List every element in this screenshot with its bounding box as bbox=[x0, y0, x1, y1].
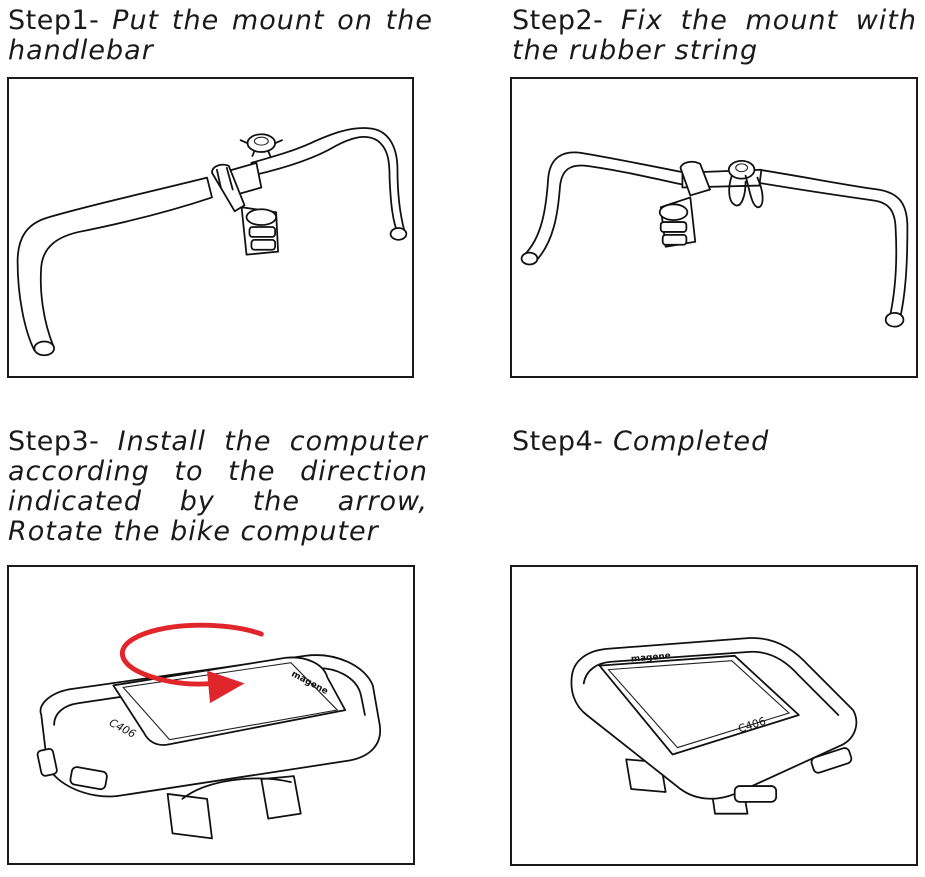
step2-text-line1: Fix the mount with bbox=[621, 5, 917, 36]
rotation-arrow-icon bbox=[119, 622, 264, 687]
step2-caption: Step2- Fix the mount with the rubber str… bbox=[512, 6, 917, 66]
step3-label: Step3- bbox=[8, 426, 100, 457]
install-computer-image: C406 magene bbox=[36, 622, 381, 840]
step1-illustration bbox=[7, 77, 414, 378]
step2-illustration bbox=[510, 77, 918, 378]
step4-caption: Step4- Completed bbox=[512, 427, 912, 457]
handlebar-mount-fixed-image bbox=[520, 151, 909, 328]
device-brand-text-step4: magene bbox=[631, 651, 672, 664]
step4-label: Step4- bbox=[512, 426, 604, 457]
step1-text-line2: handlebar bbox=[8, 35, 154, 66]
step4-text: Completed bbox=[613, 426, 770, 457]
step2-text-line2: the rubber string bbox=[512, 35, 759, 66]
handlebar-with-mount-image bbox=[16, 127, 408, 357]
step3-text-line1: Install the computer bbox=[117, 426, 428, 457]
step2-label: Step2- bbox=[512, 5, 604, 36]
step3-text-line3: indicated by the arrow, bbox=[8, 486, 428, 517]
step3-text-line2: according to the direction bbox=[8, 456, 428, 487]
rotation-arrowhead-icon bbox=[207, 670, 245, 704]
step1-text-line1: Put the mount on the bbox=[112, 5, 433, 36]
step3-caption: Step3- Install the computer according to… bbox=[8, 427, 428, 547]
step1-label: Step1- bbox=[8, 5, 100, 36]
step3-illustration: C406 magene bbox=[7, 565, 415, 865]
completed-computer-image: C406 magene bbox=[570, 637, 858, 815]
step3-text-line4: Rotate the bike computer bbox=[8, 516, 379, 547]
step1-caption: Step1- Put the mount on the handlebar bbox=[8, 6, 433, 66]
step4-illustration: C406 magene bbox=[510, 565, 918, 866]
